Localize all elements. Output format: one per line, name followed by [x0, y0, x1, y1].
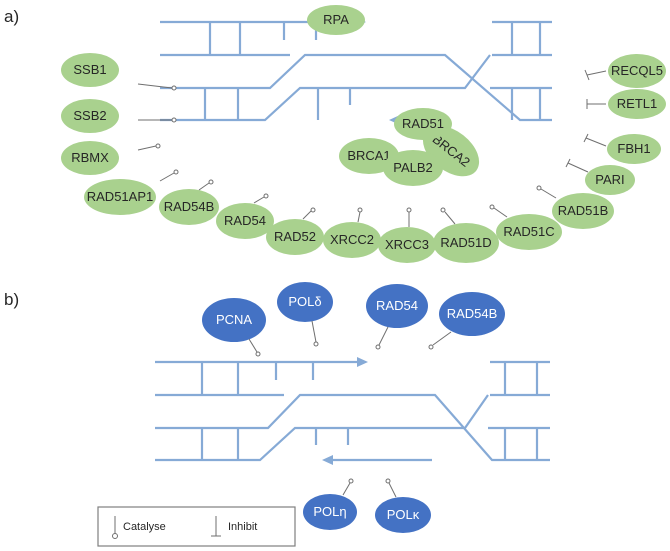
rpa-ellipse — [307, 5, 365, 35]
brca1-label: BRCA1 — [347, 148, 390, 163]
xrcc3-label: XRCC3 — [385, 237, 429, 252]
pol-eta-node: POLη — [303, 478, 357, 530]
rad51-label: RAD51 — [402, 116, 444, 131]
arc-xrcc3: XRCC3 — [378, 207, 436, 263]
rbmx-label: RBMX — [71, 150, 109, 165]
left-protein-ssb1: SSB1 — [61, 53, 177, 91]
legend-catalyse-label: Catalyse — [123, 521, 166, 533]
legend: Catalyse Inhibit — [97, 506, 296, 547]
recql5-label: RECQL5 — [611, 63, 663, 78]
invading-strand — [160, 53, 552, 122]
arc-rad51ap1: RAD51AP1 — [84, 169, 179, 215]
arc-rad54: RAD54 — [216, 193, 274, 239]
rad52-label: RAD52 — [274, 229, 316, 244]
rad54b-node-b: RAD54B — [428, 292, 505, 350]
pol-delta-label: POLδ — [288, 294, 321, 309]
pol-kappa-node: POLκ — [375, 478, 431, 533]
left-protein-rbmx: RBMX — [61, 141, 161, 175]
left-protein-ssb2: SSB2 — [61, 99, 177, 133]
filament-cluster: BRCA2 RAD51 BRCA1 PALB2 — [339, 108, 480, 186]
pol-eta-label: POLη — [313, 504, 346, 519]
palb2-label: PALB2 — [393, 160, 433, 175]
pol-delta-node: POLδ — [277, 282, 333, 347]
rad54b-label-b: RAD54B — [447, 306, 498, 321]
extension-arrowhead — [357, 357, 368, 367]
pol-kappa-label: POLκ — [387, 507, 420, 522]
ssb1-label: SSB1 — [73, 62, 106, 77]
rad54-node-b: RAD54 — [366, 284, 428, 350]
xrcc2-label: XRCC2 — [330, 232, 374, 247]
right-protein-fbh1: FBH1 — [583, 133, 661, 164]
arc-rad51b: RAD51B — [536, 185, 614, 229]
rad51d-label: RAD51D — [440, 235, 491, 250]
ssb2-label: SSB2 — [73, 108, 106, 123]
right-protein-recql5: RECQL5 — [584, 54, 666, 88]
right-protein-retl1: RETL1 — [586, 89, 666, 119]
rpa-label: RPA — [323, 12, 349, 27]
legend-inhibit-label: Inhibit — [228, 521, 257, 533]
rad51b-label: RAD51B — [558, 203, 609, 218]
pcna-node: PCNA — [202, 298, 266, 357]
rad54b-label-a: RAD54B — [164, 199, 215, 214]
legend-box — [97, 506, 296, 547]
arc-rad54b: RAD54B — [159, 179, 219, 225]
arc-rad52: RAD52 — [266, 207, 324, 255]
panel-a-dna — [160, 17, 552, 125]
rpa-node: RPA — [307, 5, 365, 35]
right-protein-pari: PARI — [565, 158, 635, 195]
fbh1-label: FBH1 — [617, 141, 650, 156]
rad54-label-b: RAD54 — [376, 298, 418, 313]
rad51ap1-label: RAD51AP1 — [87, 189, 153, 204]
palb2-ellipse — [383, 150, 443, 186]
arc-xrcc2: XRCC2 — [323, 207, 381, 258]
panel-a-label: a) — [4, 7, 19, 26]
panel-b-label: b) — [4, 290, 19, 309]
leftward-arrowhead — [322, 455, 333, 465]
retl1-label: RETL1 — [617, 96, 657, 111]
rad51-ellipse — [394, 108, 452, 140]
panel-b-dna — [155, 357, 550, 465]
rad51c-label: RAD51C — [503, 224, 554, 239]
arc-rad51c: RAD51C — [489, 204, 562, 250]
pari-label: PARI — [595, 172, 624, 187]
pcna-label: PCNA — [216, 312, 252, 327]
rad54-label-a: RAD54 — [224, 213, 266, 228]
arc-rad51d: RAD51D — [433, 207, 499, 263]
